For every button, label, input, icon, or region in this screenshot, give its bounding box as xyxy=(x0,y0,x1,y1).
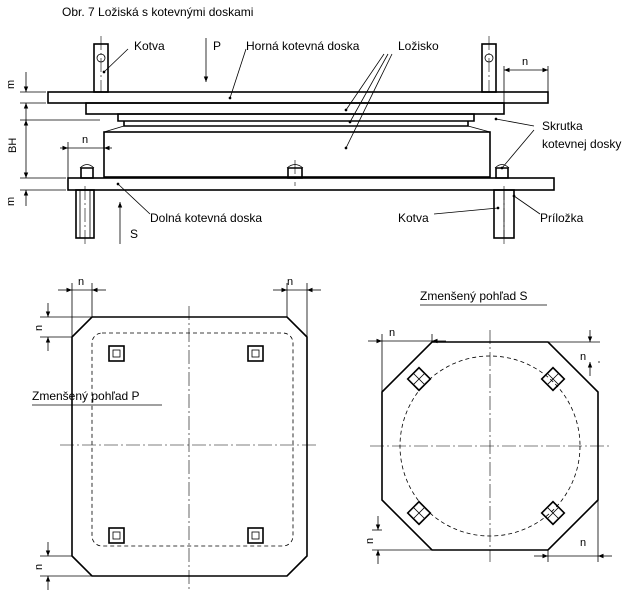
label-prilozka: Príložka xyxy=(540,211,584,225)
top-anchor-right xyxy=(481,36,497,93)
plan-s-bolt-bl xyxy=(406,500,432,526)
dim-p-n-top-right: n xyxy=(287,276,293,288)
label-kotva-top: Kotva xyxy=(134,39,165,53)
plan-p-bolt-tr xyxy=(247,345,264,362)
dim-p-n-left-top: n xyxy=(33,325,45,331)
view-s-label: Zmenšený pohľad S xyxy=(420,289,528,303)
view-p-label: Zmenšený pohľad P xyxy=(32,389,140,403)
bottom-anchor-left xyxy=(75,186,95,246)
plate-bolt-right xyxy=(494,164,510,179)
bearing-body xyxy=(103,131,491,178)
load-label-s: S xyxy=(130,227,138,241)
bottom-anchor-right xyxy=(493,186,515,246)
dim-bh: BH xyxy=(7,138,19,153)
plan-p-inner-dashed xyxy=(91,332,294,547)
label-lozisko: Ložisko xyxy=(398,39,439,53)
plan-p-bolt-bl xyxy=(108,527,125,544)
label-skrutka-2: kotevnej dosky xyxy=(542,137,621,151)
plan-s-bolt-tl xyxy=(406,366,432,392)
sliding-layer xyxy=(117,113,475,127)
elevation-view: P S Kotva Horná kotevná doska Ložisko Sk… xyxy=(5,36,621,246)
plan-s-bolt-tr xyxy=(540,366,566,392)
plan-s-bolt-br xyxy=(540,500,566,526)
top-anchor-left xyxy=(93,36,109,93)
dim-m-bottom: m xyxy=(5,197,17,206)
dim-p-n-left-bottom: n xyxy=(33,564,45,570)
upper-bearing-plate xyxy=(85,102,505,115)
figure-title: Obr. 7 Ložiská s kotevnými doskami xyxy=(62,5,253,19)
dim-s-n-right: n xyxy=(580,351,586,363)
dim-n-left: n xyxy=(82,134,88,146)
label-skrutka: Skrutka xyxy=(542,119,583,133)
dim-p-n-top-left: n xyxy=(78,276,84,288)
label-dolna-kotevna-doska: Dolná kotevná doska xyxy=(150,211,262,225)
plan-p-bolt-tl xyxy=(108,345,125,362)
label-horna-kotevna-doska: Horná kotevná doska xyxy=(246,39,360,53)
load-label-p: P xyxy=(213,39,221,53)
label-kotva-bottom: Kotva xyxy=(398,211,429,225)
dim-n-right: n xyxy=(522,56,528,68)
dim-s-n-bottom: n xyxy=(580,537,586,549)
plate-bolt-left xyxy=(79,164,95,179)
plan-p-outline xyxy=(71,316,308,577)
upper-anchor-plate xyxy=(47,91,549,104)
plate-bolt-middle xyxy=(286,160,304,186)
lower-anchor-plate xyxy=(67,177,555,191)
plan-view-p: Zmenšený pohľad P n n n n xyxy=(32,276,321,590)
dim-s-n-left: n xyxy=(364,538,376,544)
dim-m-top: m xyxy=(5,80,17,89)
dim-s-n-top: n xyxy=(389,327,395,339)
plan-p-bolt-br xyxy=(247,527,264,544)
plan-view-s: Zmenšený pohľad S n n n n xyxy=(364,289,612,564)
